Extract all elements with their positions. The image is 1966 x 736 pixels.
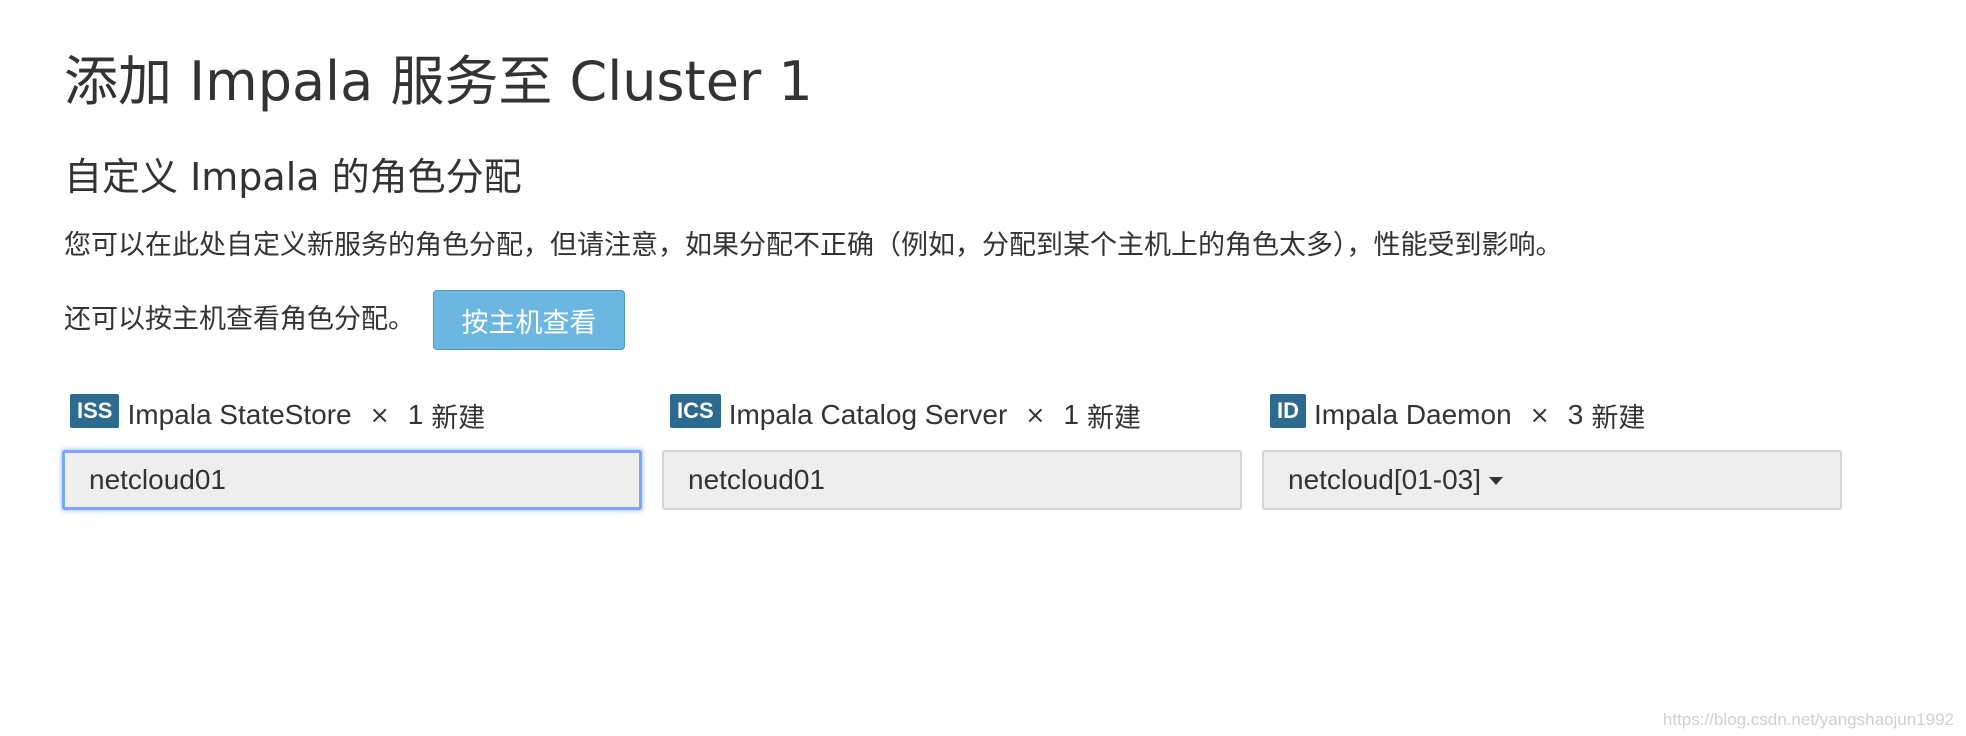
role-badge: ISS (70, 394, 120, 428)
caret-down-icon[interactable] (1489, 477, 1504, 485)
role-header: ICS Impala Catalog Server × 1 新建 (662, 392, 1242, 438)
description-text: 您可以在此处自定义新服务的角色分配，但请注意，如果分配不正确（例如，分配到某个主… (64, 230, 1563, 261)
view-by-host-text: 还可以按主机查看角色分配。 (64, 304, 415, 335)
role-new-label: 新建 (1591, 402, 1646, 434)
host-selector-value: netcloud[01-03] (1288, 464, 1482, 495)
role-count: 1 (407, 399, 424, 430)
role-new-label: 新建 (431, 402, 486, 434)
section-title: 自定义 Impala 的角色分配 (64, 155, 522, 199)
role-header: ISS Impala StateStore × 1 新建 (62, 392, 642, 438)
role-badge: ID (1270, 394, 1306, 428)
host-selector-statestore[interactable]: netcloud01 (62, 450, 642, 510)
view-by-host-row: 还可以按主机查看角色分配。 按主机查看 (64, 290, 625, 350)
host-selector-value: netcloud01 (688, 464, 826, 495)
role-name: Impala Daemon (1314, 399, 1512, 430)
role-count: 3 (1567, 399, 1584, 430)
role-badge: ICS (670, 394, 721, 428)
role-group-catalog-server: ICS Impala Catalog Server × 1 新建 netclou… (662, 392, 1242, 510)
role-name: Impala Catalog Server (728, 399, 1008, 430)
watermark: https://blog.csdn.net/yangshaojun1992 (1662, 710, 1954, 729)
page-title: 添加 Impala 服务至 Cluster 1 (64, 50, 813, 113)
host-selector-value: netcloud01 (89, 464, 227, 495)
view-by-host-button[interactable]: 按主机查看 (433, 290, 625, 350)
host-selector-catalog-server[interactable]: netcloud01 (662, 450, 1242, 510)
times-sign: × (1529, 401, 1550, 429)
role-header: ID Impala Daemon × 3 新建 (1262, 392, 1842, 438)
host-selector-daemon[interactable]: netcloud[01-03] (1262, 450, 1842, 510)
role-count: 1 (1063, 399, 1079, 430)
times-sign: × (369, 401, 390, 429)
role-new-label: 新建 (1086, 402, 1141, 434)
role-group-statestore: ISS Impala StateStore × 1 新建 netcloud01 (62, 392, 642, 510)
role-group-daemon: ID Impala Daemon × 3 新建 netcloud[01-03] (1262, 392, 1842, 510)
role-name: Impala StateStore (127, 399, 352, 430)
times-sign: × (1025, 401, 1046, 429)
